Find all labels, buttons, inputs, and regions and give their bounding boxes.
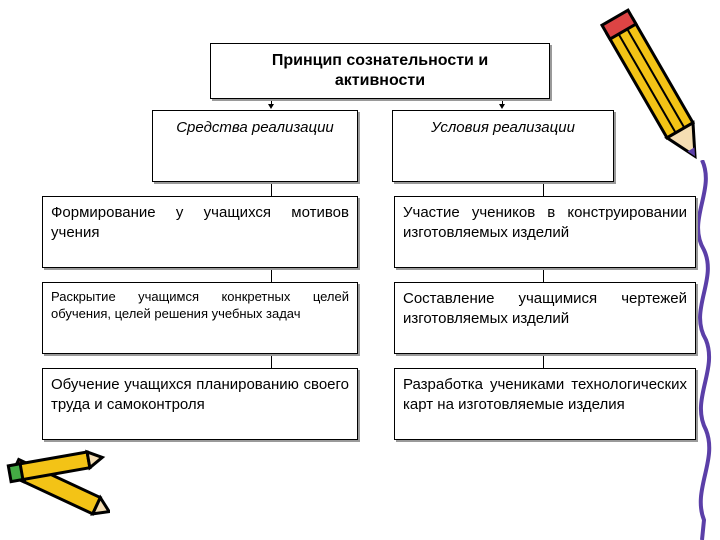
connector (543, 182, 544, 196)
pencil-icon (600, 8, 697, 160)
means-item: Раскрытие учащимся конкретных целей обуч… (42, 282, 358, 354)
conditions-item-text: Участие учеников в конструировании изгот… (403, 204, 687, 241)
arrow-down-icon (499, 104, 505, 109)
column-header-means: Средства реализации (152, 110, 358, 182)
arrow-down-icon (268, 104, 274, 109)
conditions-item: Разработка учениками технологических кар… (394, 368, 696, 440)
means-item-text: Раскрытие учащимся конкретных целей обуч… (51, 289, 349, 321)
diagram-title: Принцип сознательности и активности (210, 43, 550, 99)
conditions-item: Составление учащимися чертежей изготовля… (394, 282, 696, 354)
means-item-text: Формирование у учащихся мотивов учения (51, 204, 349, 241)
squiggle-decoration (696, 160, 712, 540)
pencils-icon (6, 449, 110, 516)
connector (502, 99, 503, 104)
conditions-item-text: Разработка учениками технологических кар… (403, 376, 687, 413)
means-item: Формирование у учащихся мотивов учения (42, 196, 358, 268)
connector (271, 268, 272, 282)
column-header-conditions: Условия реализации (392, 110, 614, 182)
column-header-text: Средства реализации (176, 119, 334, 136)
conditions-item-text: Составление учащимися чертежей изготовля… (403, 290, 687, 327)
connector (543, 354, 544, 368)
diagram-title-text: Принцип сознательности и активности (271, 52, 489, 89)
conditions-item: Участие учеников в конструировании изгот… (394, 196, 696, 268)
means-item: Обучение учащихся планированию своего тр… (42, 368, 358, 440)
connector (543, 268, 544, 282)
column-header-text: Условия реализации (431, 119, 575, 136)
connector (271, 99, 272, 104)
connector (271, 354, 272, 368)
connector (271, 182, 272, 196)
means-item-text: Обучение учащихся планированию своего тр… (51, 376, 349, 413)
